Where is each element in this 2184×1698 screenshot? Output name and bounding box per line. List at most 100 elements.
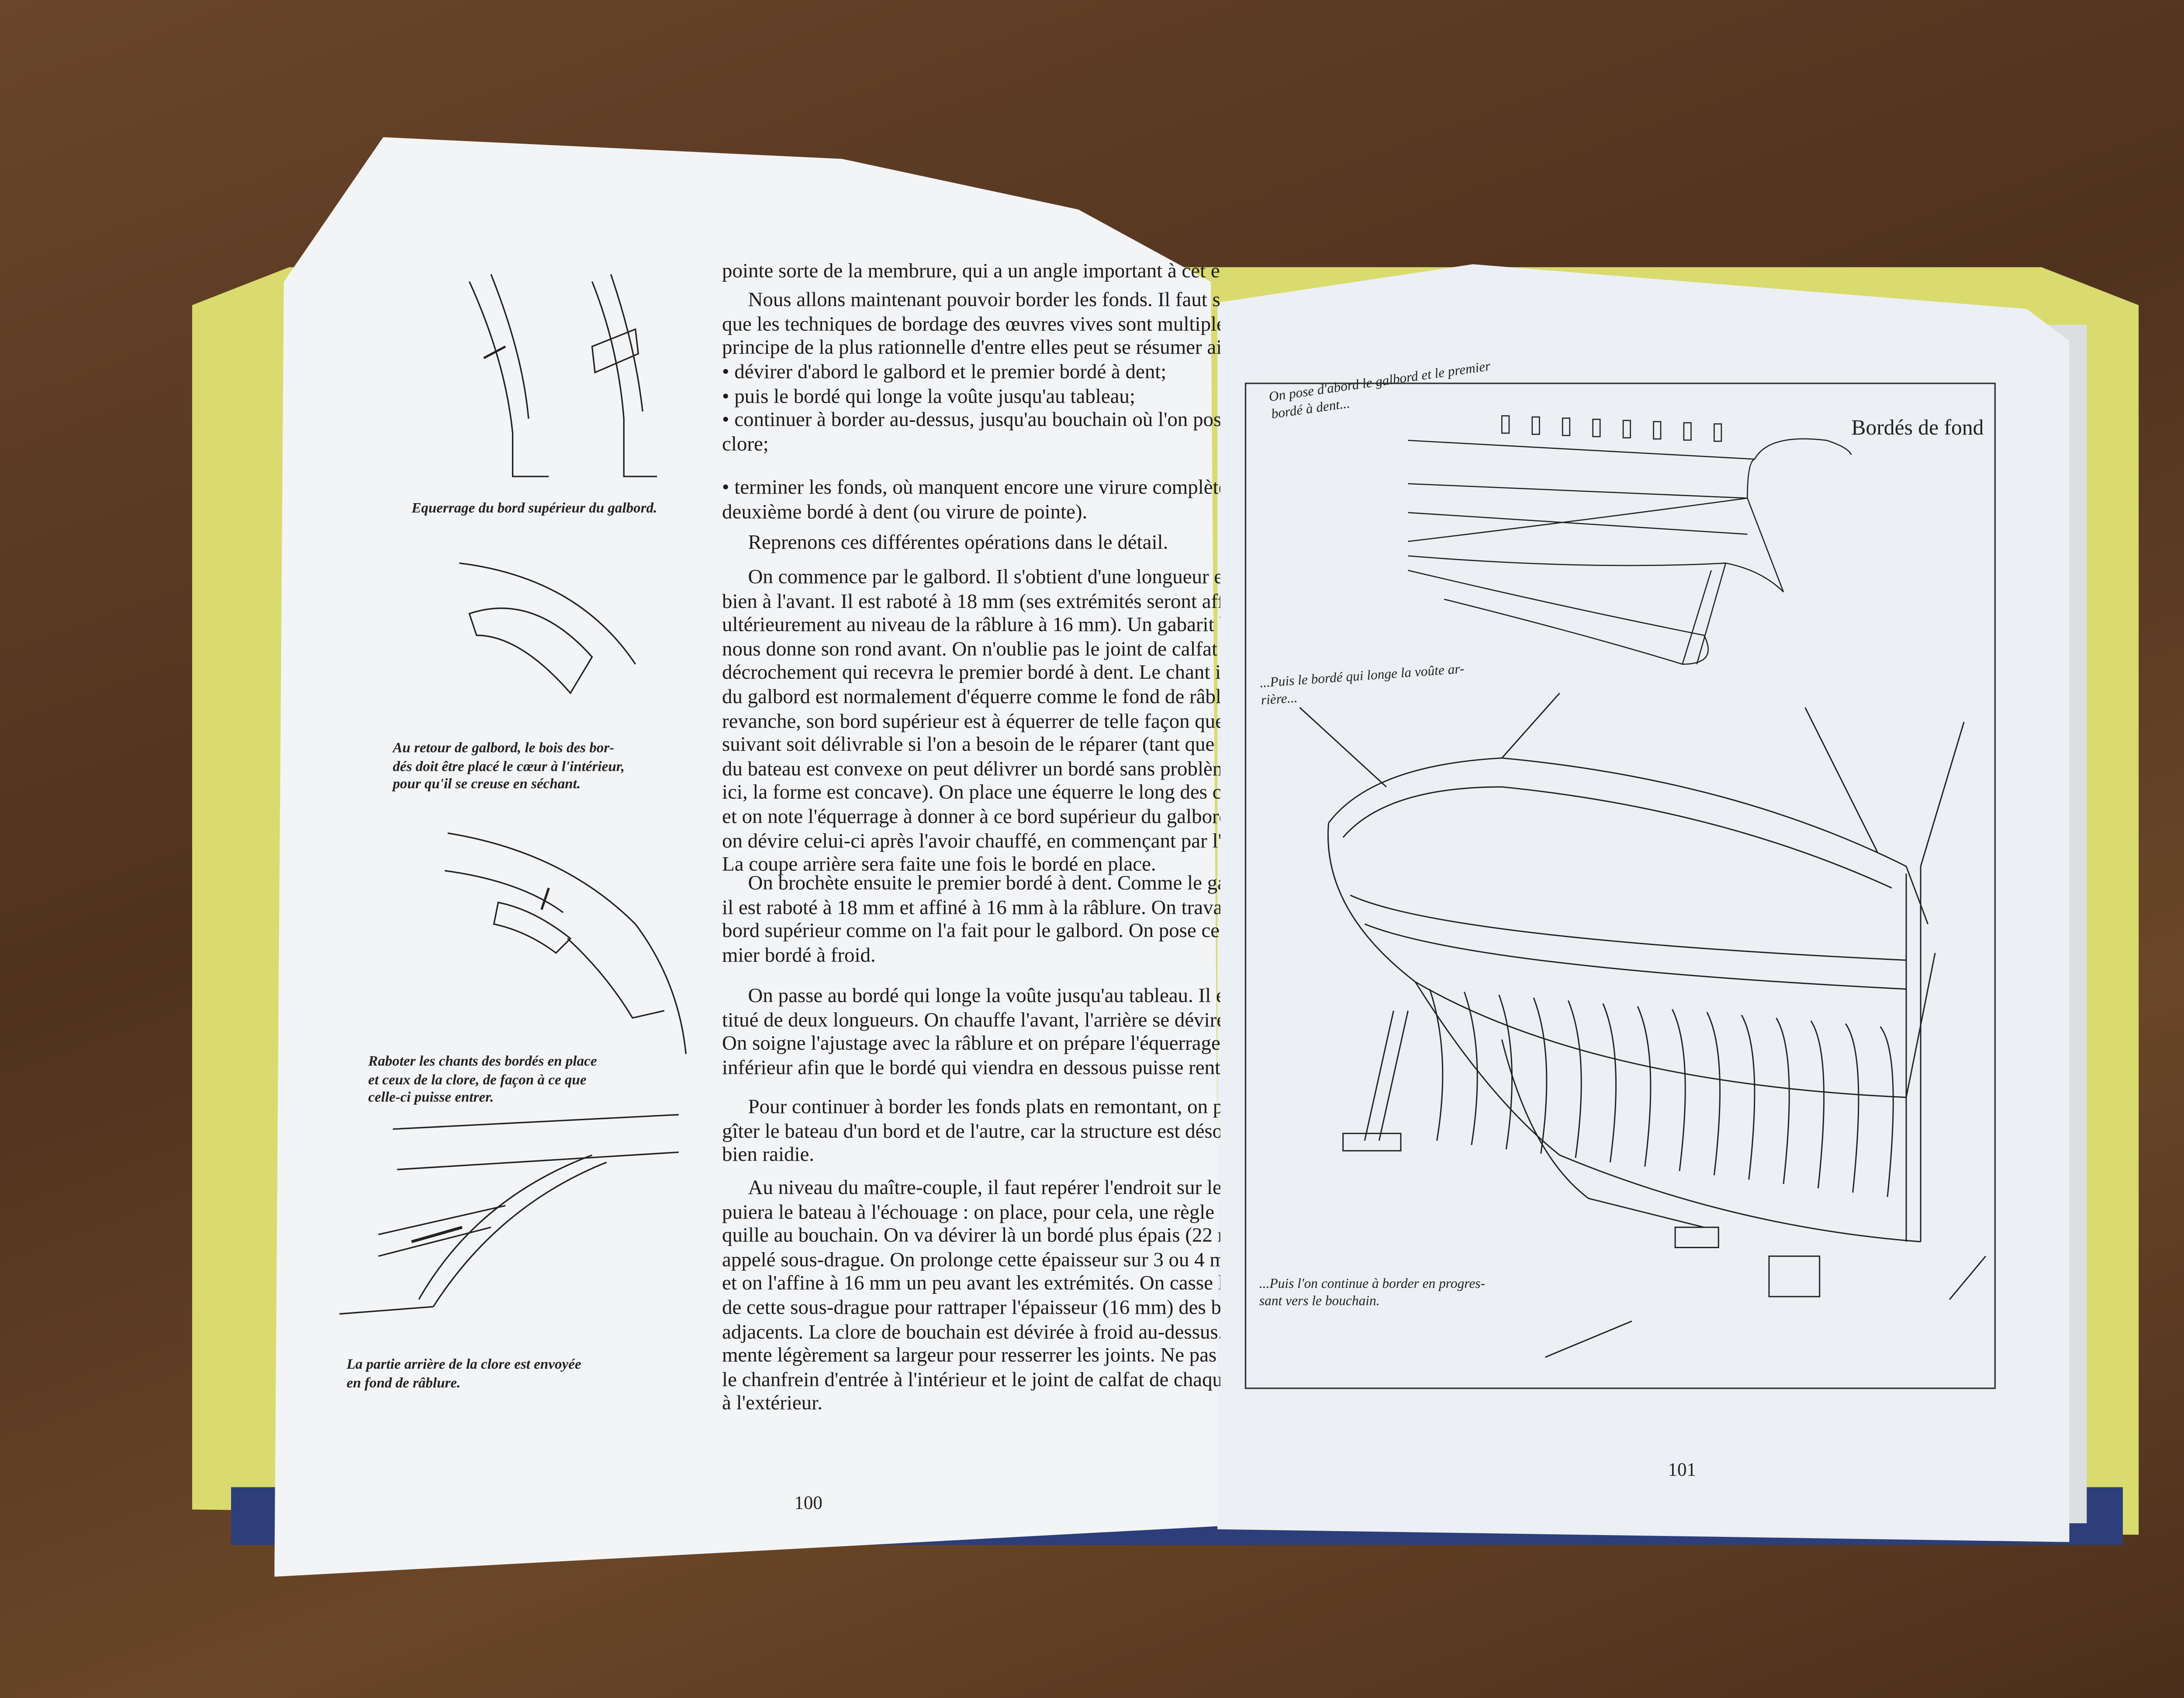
text-line: clore; [722,433,769,456]
hull-rib [1463,991,1478,1145]
paragraph: • terminer les fonds, où manquent encore… [722,476,1220,525]
text-line: Pour continuer à border les fonds plats … [748,1096,1220,1119]
hull-rib [1880,1026,1894,1197]
text-line: que les techniques de bordage des œuvres… [722,313,1220,336]
text-line: On soigne l'ajustage avec la râblure et … [722,1032,1220,1056]
body-text-column: pointe sorte de la membrure, qui a un an… [722,0,1220,1444]
text-line: ici, la forme est concave). On place une… [722,781,1220,805]
text-line: et on l'affine à 16 mm un peu avant les … [722,1272,1220,1296]
hull-rib [1776,1018,1790,1184]
text-line: du bateau est convexe on peut délivrer u… [722,757,1220,781]
text-line: le chanfrein d'entrée à l'intérieur et l… [722,1368,1220,1392]
caption-line: pour qu'il se creuse en séchant. [393,777,581,793]
frame-post [1653,421,1662,440]
text-line: du galbord est normalement d'équerre com… [722,686,1220,709]
paragraph: Au niveau du maître-couple, il faut repé… [722,1177,1220,1416]
text-line: il est raboté à 18 mm et affiné à 16 mm … [722,896,1220,919]
text-line: pointe sorte de la membrure, qui a un an… [722,260,1220,283]
text-line: bien raidie. [722,1144,815,1167]
paragraph: • dévirer d'abord le galbord et le premi… [722,361,1220,457]
hull-rib [1568,1000,1582,1158]
text-line: On passe au bordé qui longe la voûte jus… [748,984,1220,1008]
paragraph: Reprenons ces différentes opérations dan… [722,531,1220,556]
hull-rib [1706,1011,1721,1176]
text-line: adjacents. La clore de bouchain est dévi… [722,1320,1220,1344]
text-line: mente légèrement sa largeur pour resserr… [722,1344,1220,1368]
frame-post [1622,420,1631,438]
paragraph: On passe au bordé qui longe la voûte jus… [722,985,1220,1080]
text-line: ultérieurement au niveau de la râblure à… [722,614,1220,637]
hull-rib [1672,1009,1686,1171]
hull-rib [1741,1015,1755,1180]
hull-rib [1533,997,1548,1154]
plate-title: Bordés de fond [1851,417,1984,441]
paragraph: Nous allons maintenant pouvoir border le… [722,289,1220,361]
page-number-right: 101 [1668,1458,1697,1480]
text-line: quille au bouchain. On va dévirer là un … [722,1225,1220,1248]
caption-2: Au retour de galbord, le bois des bor- d… [393,741,625,795]
caption-3: Raboter les chants des bordés en place e… [368,1054,597,1108]
frame-post [1501,415,1510,434]
caption-line: sant vers le bouchain. [1259,1295,1380,1310]
text-line: suivant soit délivrable si l'on a besoin… [722,734,1220,757]
hull-rib [1498,994,1513,1149]
text-line: inférieur afin que le bordé qui viendra … [722,1056,1220,1080]
text-line: On brochète ensuite le premier bordé à d… [748,872,1220,895]
text-line: • continuer à border au-dessus, jusqu'au… [722,409,1220,432]
text-line: titué de deux longueurs. On chauffe l'av… [722,1008,1220,1032]
text-line: bord supérieur comme on l'a fait pour le… [722,920,1220,943]
text-line: On commence par le galbord. Il s'obtient… [748,566,1220,589]
caption-line: ...Puis l'on continue à border en progre… [1259,1277,1485,1292]
caption-4: La partie arrière de la clore est envoyé… [346,1357,581,1394]
caption-line: celle-ci puisse entrer. [368,1090,494,1106]
text-line: nous donne son rond avant. On n'oublie p… [722,638,1220,661]
text-line: décrochement qui recevra le premier bord… [722,662,1220,685]
paragraph: On commence par le galbord. Il s'obtient… [722,566,1220,877]
frame-post [1592,418,1601,438]
text-line: • puis le bordé qui longe la voûte jusqu… [722,385,1135,408]
left-page [274,137,1220,1577]
frame-post [1531,416,1540,435]
hull-rib [1810,1020,1825,1189]
caption-line: Equerrage du bord supérieur du galbord. [411,501,657,517]
frame-post [1562,418,1571,436]
hull-rib [1637,1006,1652,1167]
caption-line: Au retour de galbord, le bois des bor- [393,741,615,757]
paragraph: Pour continuer à border les fonds plats … [722,1096,1220,1168]
text-line: puiera le bateau à l'échouage : on place… [722,1201,1220,1224]
hull-rib [1845,1023,1859,1193]
text-line: appelé sous-drague. On prolonge cette ép… [722,1249,1220,1272]
illustration-frame [1244,383,1996,1389]
caption-line: La partie arrière de la clore est envoyé… [346,1357,581,1374]
caption-line: en fond de râblure. [346,1375,461,1391]
text-line: bien à l'avant. Il est raboté à 18 mm (s… [722,590,1220,613]
paragraph: pointe sorte de la membrure, qui a un an… [722,260,1220,284]
hull-rib [1429,989,1444,1141]
caption-line: dés doit être placé le cœur à l'intérieu… [393,759,625,775]
text-line: Au niveau du maître-couple, il faut repé… [748,1177,1220,1200]
caption-1: Equerrage du bord supérieur du galbord. [411,501,657,519]
caption-line: Raboter les chants des bordés en place [368,1054,597,1070]
frame-post [1714,423,1722,442]
text-line: et on note l'équerrage à donner à ce bor… [722,805,1220,829]
caption-line: et ceux de la clore, de façon à ce que [368,1072,587,1088]
frame-post [1683,422,1692,441]
text-line: revanche, son bord supérieur est à équer… [722,710,1220,733]
text-line: principe de la plus rationnelle d'entre … [722,336,1220,360]
text-line: La coupe arrière sera faite une fois le … [722,853,1156,877]
paragraph: On brochète ensuite le premier bordé à d… [722,872,1220,968]
text-line: • terminer les fonds, où manquent encore… [722,476,1220,500]
text-line: Nous allons maintenant pouvoir border le… [748,289,1220,312]
hull-rib [1602,1003,1617,1163]
page-number-left: 100 [794,1491,822,1513]
text-line: gîter le bateau d'un bord et de l'autre,… [722,1120,1220,1143]
right-page [1217,264,2070,1542]
text-line: de cette sous-drague pour rattraper l'ép… [722,1296,1220,1320]
text-line: deuxième bordé à dent (ou virure de poin… [722,500,1088,524]
